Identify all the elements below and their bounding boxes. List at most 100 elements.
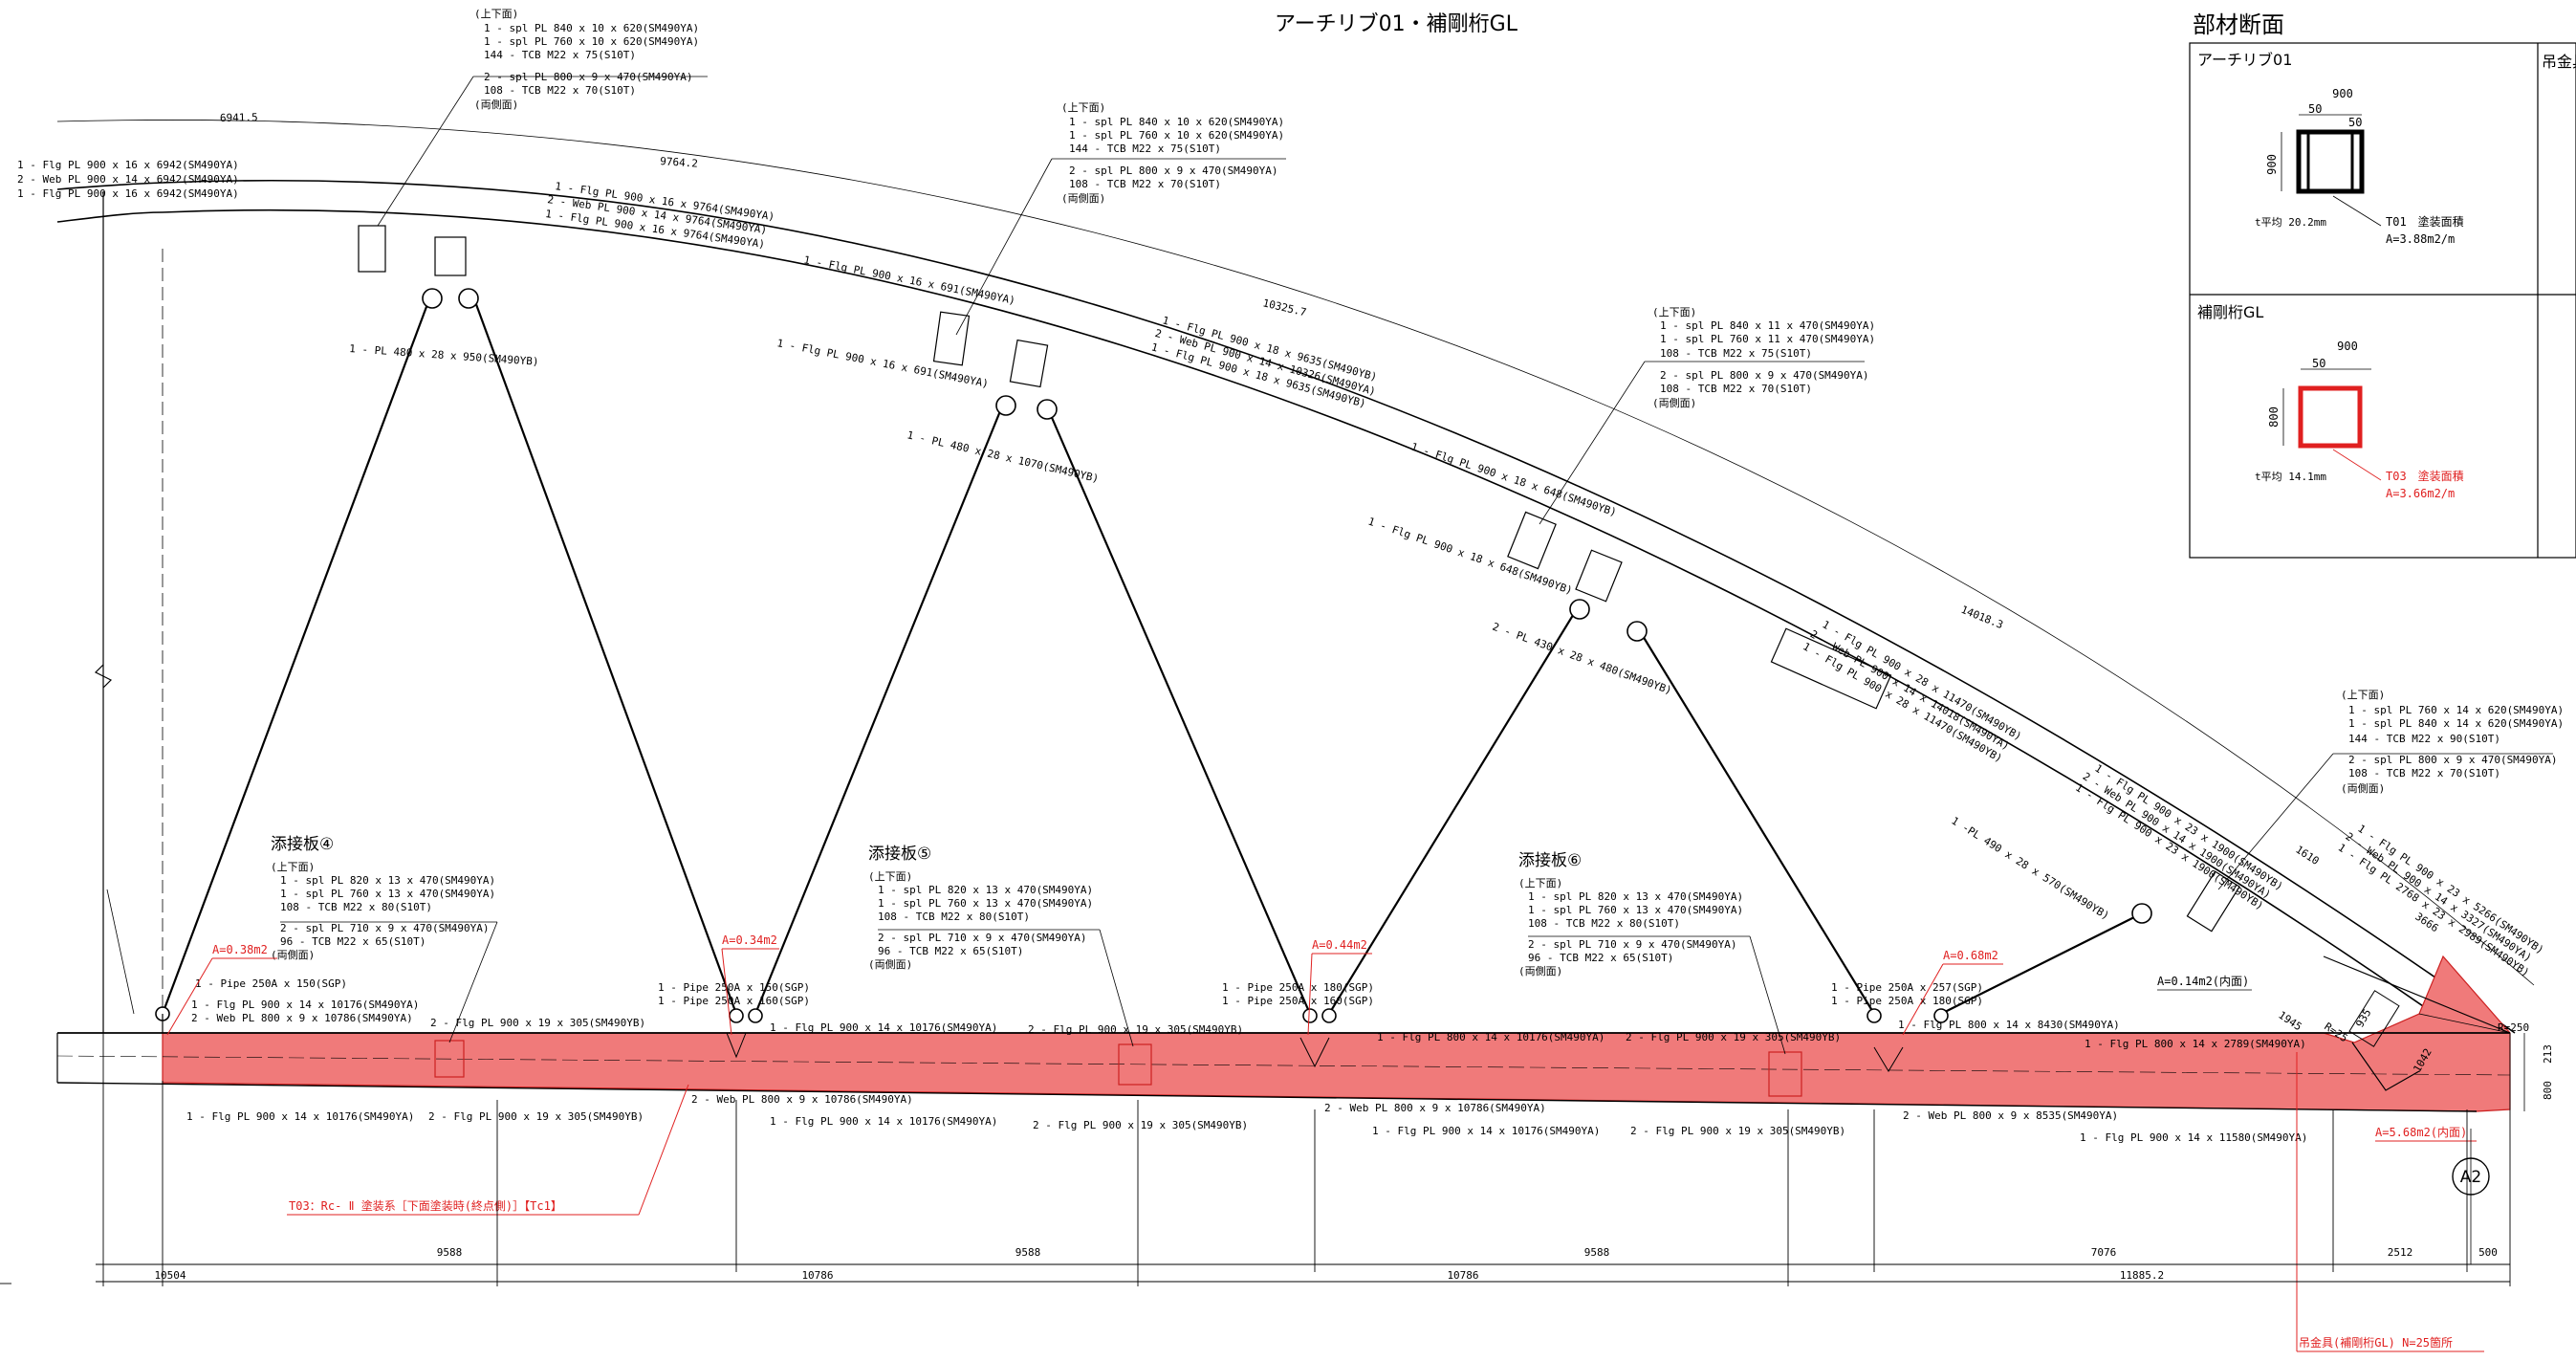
arch-rib-bottom-edge	[162, 209, 2497, 1058]
svg-text:(両側面): (両側面)	[868, 958, 912, 971]
arch-splice-boxes	[358, 225, 2240, 933]
svg-text:108 - TCB M22 x 80(S10T): 108 - TCB M22 x 80(S10T)	[1528, 917, 1680, 930]
svg-text:96 - TCB M22 x 65(S10T): 96 - TCB M22 x 65(S10T)	[878, 945, 1023, 957]
svg-text:1 - Flg PL 800 x 14 x 10176(SM: 1 - Flg PL 800 x 14 x 10176(SM490YA)	[1377, 1031, 1605, 1043]
dim-bottom-3: 10786	[1447, 1269, 1478, 1282]
svg-text:(両側面): (両側面)	[474, 99, 518, 111]
svg-text:1 - Flg PL 800 x 14 x 8430(SM4: 1 - Flg PL 800 x 14 x 8430(SM490YA)	[1898, 1019, 2120, 1031]
dim-top-4: 7076	[2091, 1246, 2117, 1259]
svg-text:2 - spl PL 800 x 9 x 470(SM490: 2 - spl PL 800 x 9 x 470(SM490YA)	[1660, 369, 1869, 382]
arch-rib-panel	[1770, 627, 1892, 710]
area-label-6: A=5.68m2(内面)	[2375, 1126, 2467, 1139]
svg-text:2 - Flg PL 900 x 19 x 305(SM49: 2 - Flg PL 900 x 19 x 305(SM490YB)	[430, 1017, 645, 1029]
section-clip-label: 吊金具	[2542, 53, 2576, 71]
svg-text:935: 935	[2353, 1007, 2373, 1030]
hanger-4	[1045, 406, 1312, 1015]
arch-member-labels: 1 - Flg PL 900 x 16 x 6942(SM490YA) 2 - …	[17, 159, 2546, 979]
svg-text:50: 50	[2312, 357, 2325, 370]
svg-text:(上下面): (上下面)	[271, 861, 315, 873]
girder-splice-box-2	[1118, 1043, 1152, 1086]
svg-text:2 - Flg PL 900 x 19 x 305(SM49: 2 - Flg PL 900 x 19 x 305(SM490YB)	[1028, 1023, 1243, 1036]
hanger-pins	[155, 288, 2152, 1023]
svg-text:2 - spl PL 800 x 9 x 470(SM490: 2 - spl PL 800 x 9 x 470(SM490YA)	[1069, 165, 1278, 177]
hanger-7	[1940, 912, 2143, 1015]
pipe-label-2a: 1 - Pipe 250A x 150(SGP)	[658, 981, 810, 994]
dimension-lines	[0, 1033, 2511, 1286]
hanger-label-4: 1 -PL 490 x 28 x 570(SM490YB)	[1949, 815, 2111, 923]
drawing-title: アーチリブ01・補剛桁GL	[1275, 12, 1518, 36]
arch-splice-box-1	[358, 225, 386, 273]
svg-text:1 - spl PL 820 x 13 x 470(SM49: 1 - spl PL 820 x 13 x 470(SM490YA)	[1528, 890, 1743, 903]
svg-text:2 - Flg PL 900 x 19 x 305(SM49: 2 - Flg PL 900 x 19 x 305(SM490YB)	[1626, 1031, 1841, 1043]
svg-text:添接板⑤: 添接板⑤	[868, 845, 931, 864]
arch-splice-box-2	[434, 236, 467, 276]
arch-splice-callout-2: (上下面) 1 - spl PL 840 x 10 x 620(SM490YA)…	[955, 101, 1286, 336]
hanger-label-2: 1 - PL 480 x 28 x 1070(SM490YB)	[906, 428, 1100, 485]
arch-seg4-line2: 2 - Web PL 900 x 14 x 14018(SM490YA)	[1808, 627, 2012, 752]
svg-text:1 - spl PL 760 x 13 x 470(SM49: 1 - spl PL 760 x 13 x 470(SM490YA)	[1528, 904, 1743, 916]
svg-text:2 - spl PL 800 x 9 x 470(SM490: 2 - spl PL 800 x 9 x 470(SM490YA)	[2348, 754, 2558, 766]
svg-text:108 - TCB M22 x 70(S10T): 108 - TCB M22 x 70(S10T)	[1660, 383, 1812, 395]
arch-rib-left-end	[56, 211, 164, 223]
dim-top-3: 9588	[1584, 1246, 1610, 1259]
hangers	[161, 296, 2143, 1015]
svg-text:t平均 20.2mm: t平均 20.2mm	[2255, 216, 2326, 229]
girder-splice-callout-4: 添接板④ (上下面) 1 - spl PL 820 x 13 x 470(SM4…	[271, 835, 498, 1043]
girder-splice-box-1	[434, 1040, 465, 1078]
paint-system-note: T03：Rc- Ⅱ 塗装系［下面塗装時(終点側)］【Tc1】	[287, 1084, 689, 1216]
svg-text:1945: 1945	[2276, 1009, 2303, 1034]
svg-text:2 - spl PL 710 x 9 x 470(SM490: 2 - spl PL 710 x 9 x 470(SM490YA)	[1528, 938, 1737, 951]
arch-dim-4: 14018.3	[1959, 604, 2005, 631]
svg-text:1 - spl PL 760 x 11 x 470(SM49: 1 - spl PL 760 x 11 x 470(SM490YA)	[1660, 333, 1875, 345]
svg-text:t平均 14.1mm: t平均 14.1mm	[2255, 471, 2326, 483]
dim-top-1: 9588	[437, 1246, 463, 1259]
pipe-label-4a: 1 - Pipe 250A x 257(SGP)	[1831, 981, 1983, 994]
arch-seg1-line1: 1 - Flg PL 900 x 16 x 6942(SM490YA)	[17, 159, 239, 171]
svg-text:(両側面): (両側面)	[1061, 192, 1105, 205]
arch-rib-section: アーチリブ01 900 50 50 900 t平均 20.2mm T01 塗装面…	[2197, 51, 2464, 246]
arch-splice-callout-1: (上下面) 1 - spl PL 840 x 10 x 620(SM490YA)…	[377, 8, 708, 227]
arch-rib-centerline	[56, 120, 2535, 986]
arch-splice-box-3	[932, 311, 971, 366]
girder-top-labels: 1 - Flg PL 900 x 14 x 10176(SM490YA) 2 -…	[191, 999, 2306, 1050]
svg-text:(上下面): (上下面)	[1652, 306, 1696, 318]
svg-text:144 - TCB M22 x 75(S10T): 144 - TCB M22 x 75(S10T)	[484, 49, 636, 61]
svg-text:213: 213	[2542, 1044, 2554, 1064]
svg-text:1 - Flg PL 900 x 14 x 10176(SM: 1 - Flg PL 900 x 14 x 10176(SM490YA)	[191, 999, 419, 1011]
arch-seg6-line3: 1 - Flg PL 2768 x 23 x 2989(SM490YB)	[2336, 842, 2532, 979]
svg-text:1 - Flg PL 800 x 14 x 2789(SM: 1 - Flg PL 800 x 14 x 2789(SM490YA)	[2085, 1038, 2306, 1050]
svg-text:108 - TCB M22 x 70(S10T): 108 - TCB M22 x 70(S10T)	[2348, 767, 2500, 779]
svg-text:108 - TCB M22 x 70(S10T): 108 - TCB M22 x 70(S10T)	[484, 84, 636, 97]
svg-text:(上下面): (上下面)	[2341, 689, 2385, 701]
svg-text:144 - TCB M22 x 90(S10T): 144 - TCB M22 x 90(S10T)	[2348, 733, 2500, 745]
arch-rib	[56, 120, 2535, 1058]
svg-text:2 - Flg PL 900 x 19 x 305(SM49: 2 - Flg PL 900 x 19 x 305(SM490YB)	[1630, 1125, 1845, 1137]
svg-text:1 - Flg PL 900 x 14 x 10176(SM: 1 - Flg PL 900 x 14 x 10176(SM490YA)	[770, 1115, 997, 1128]
svg-text:108 - TCB M22 x 80(S10T): 108 - TCB M22 x 80(S10T)	[280, 901, 432, 913]
arch-dim-1610: 1610	[2293, 844, 2321, 867]
svg-text:2 - spl PL 710 x 9 x 470(SM490: 2 - spl PL 710 x 9 x 470(SM490YA)	[878, 932, 1087, 944]
area-label-3: A=0.44m2	[1312, 938, 1367, 952]
arch-seg1-line2: 2 - Web PL 900 x 14 x 6942(SM490YA)	[17, 173, 239, 186]
svg-text:108 - TCB M22 x 75(S10T): 108 - TCB M22 x 75(S10T)	[1660, 347, 1812, 360]
svg-text:900: 900	[2337, 340, 2358, 353]
hanger-clip-note: 吊金具(補剛桁GL) N=25箇所	[2296, 1052, 2484, 1352]
girder-section-label: 補剛桁GL	[2197, 303, 2263, 321]
svg-text:800: 800	[2542, 1081, 2554, 1100]
hanger-3	[753, 401, 1006, 1015]
pipe-label-2b: 1 - Pipe 250A x 160(SGP)	[658, 995, 810, 1007]
svg-text:(上下面): (上下面)	[474, 8, 518, 20]
svg-text:吊金具(補剛桁GL) N=25箇所: 吊金具(補剛桁GL) N=25箇所	[2299, 1335, 2453, 1350]
girder-bottom-labels: 1 - Flg PL 900 x 14 x 10176(SM490YA) 2 -…	[186, 1093, 2307, 1144]
arch-splice-box-6	[1575, 549, 1623, 603]
dimension-texts: 9588 9588 9588 7076 2512 500 10504 10786…	[154, 1246, 2498, 1282]
svg-text:添接板④: 添接板④	[271, 835, 334, 854]
stiffening-girder	[56, 955, 2511, 1112]
svg-text:A=3.88m2/m: A=3.88m2/m	[2386, 232, 2455, 246]
svg-text:800: 800	[2267, 406, 2281, 428]
svg-text:144 - TCB M22 x 75(S10T): 144 - TCB M22 x 75(S10T)	[1069, 143, 1221, 155]
svg-text:96 - TCB M22 x 65(S10T): 96 - TCB M22 x 65(S10T)	[280, 935, 426, 948]
svg-text:900: 900	[2332, 87, 2353, 100]
svg-text:2 - spl PL 710 x 9 x 470(SM490: 2 - spl PL 710 x 9 x 470(SM490YA)	[280, 922, 490, 934]
svg-text:R=250: R=250	[2498, 1021, 2529, 1034]
